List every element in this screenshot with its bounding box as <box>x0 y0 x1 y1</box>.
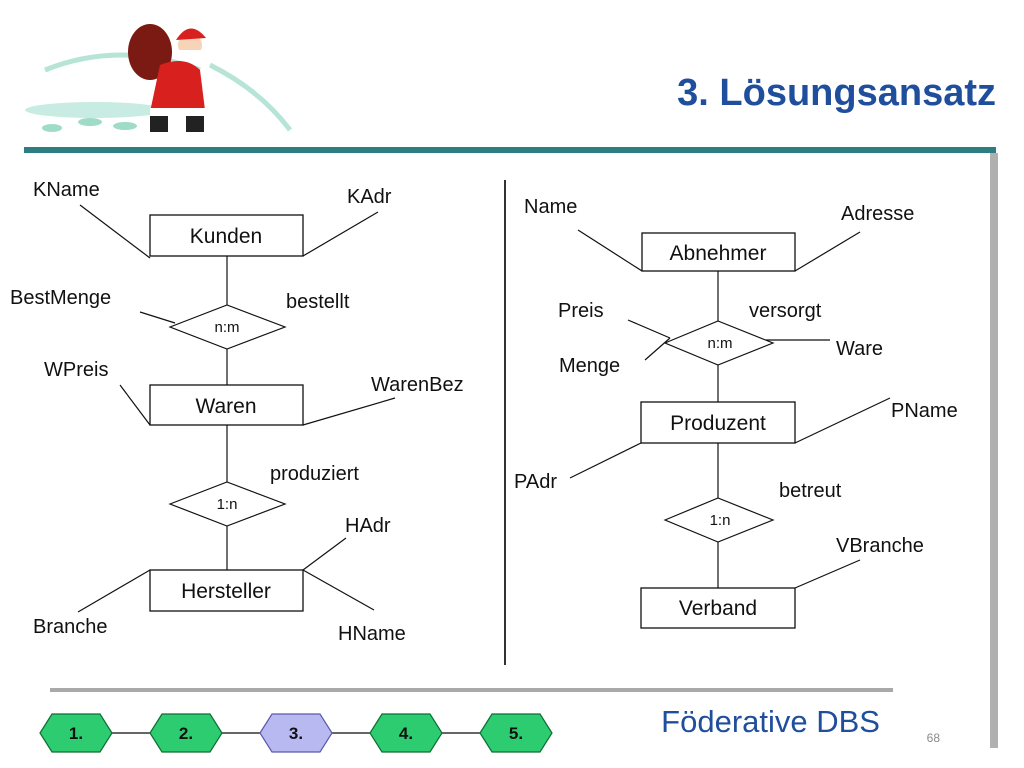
nav-step-1-label: 1. <box>69 724 83 743</box>
entity-kunden <box>149 214 304 257</box>
attribute-menge: Menge <box>559 355 620 377</box>
attribute-hadr: HAdr <box>345 515 391 537</box>
relationship-betreut-diamond <box>663 497 775 543</box>
relationship-versorgt-name: versorgt <box>749 300 822 322</box>
nav-step-4[interactable]: 4. <box>369 713 443 753</box>
attribute-adresse: Adresse <box>841 203 914 225</box>
relationship-produziert-cardinality: 1:n <box>217 496 238 513</box>
entity-abnehmer-label: Abnehmer <box>670 242 767 265</box>
nav-step-3-label: 3. <box>289 724 303 743</box>
relationship-bestellt-diamond <box>168 304 287 350</box>
footer-divider-line <box>50 688 893 692</box>
attribute-wpreis: WPreis <box>44 359 108 381</box>
entity-produzent <box>640 401 796 444</box>
attribute-hname: HName <box>338 623 406 645</box>
attribute-warenbez: WarenBez <box>371 374 464 396</box>
slide-title: 3. Lösungsansatz <box>677 72 996 114</box>
attribute-branche: Branche <box>33 616 108 638</box>
nav-step-4-label: 4. <box>399 724 413 743</box>
nav-step-3[interactable]: 3. <box>259 713 333 753</box>
attribute-pname: PName <box>891 400 958 422</box>
relationship-versorgt-cardinality: n:m <box>707 335 732 352</box>
relationship-bestellt-name: bestellt <box>286 291 350 313</box>
relationship-versorgt-diamond <box>663 320 775 366</box>
entity-waren <box>149 384 304 426</box>
attribute-name: Name <box>524 196 577 218</box>
nav-step-2[interactable]: 2. <box>149 713 223 753</box>
attribute-preis: Preis <box>558 300 604 322</box>
nav-step-1[interactable]: 1. <box>39 713 113 753</box>
relationship-produziert-diamond <box>168 481 287 527</box>
entity-abnehmer <box>641 232 796 272</box>
attribute-kadr: KAdr <box>347 186 392 208</box>
attribute-vbranche: VBranche <box>836 535 924 557</box>
entity-hersteller <box>149 569 304 612</box>
right-connectors <box>569 229 891 589</box>
relationship-betreut-cardinality: 1:n <box>710 512 731 529</box>
entity-produzent-label: Produzent <box>670 412 766 435</box>
entity-hersteller-label: Hersteller <box>181 580 271 603</box>
relationship-betreut-name: betreut <box>779 480 842 502</box>
nav-step-2-label: 2. <box>179 724 193 743</box>
relationship-produziert-name: produziert <box>270 463 359 485</box>
attribute-ware: Ware <box>836 338 883 360</box>
title-divider-line <box>24 147 996 153</box>
footer-title: Föderative DBS <box>661 704 880 739</box>
page-number: 68 <box>926 731 940 745</box>
attribute-bestmenge: BestMenge <box>10 287 111 309</box>
left-connectors <box>77 204 396 613</box>
entity-waren-label: Waren <box>195 395 256 418</box>
nav-step-5-label: 5. <box>509 724 523 743</box>
entity-verband <box>640 587 796 629</box>
attribute-kname: KName <box>33 179 100 201</box>
attribute-padr: PAdr <box>514 471 557 493</box>
entity-verband-label: Verband <box>679 597 757 620</box>
entity-kunden-label: Kunden <box>190 225 262 248</box>
nav-step-5[interactable]: 5. <box>479 713 553 753</box>
right-edge-bar <box>990 153 998 748</box>
relationship-bestellt-cardinality: n:m <box>214 319 239 336</box>
santa-logo <box>25 24 292 132</box>
